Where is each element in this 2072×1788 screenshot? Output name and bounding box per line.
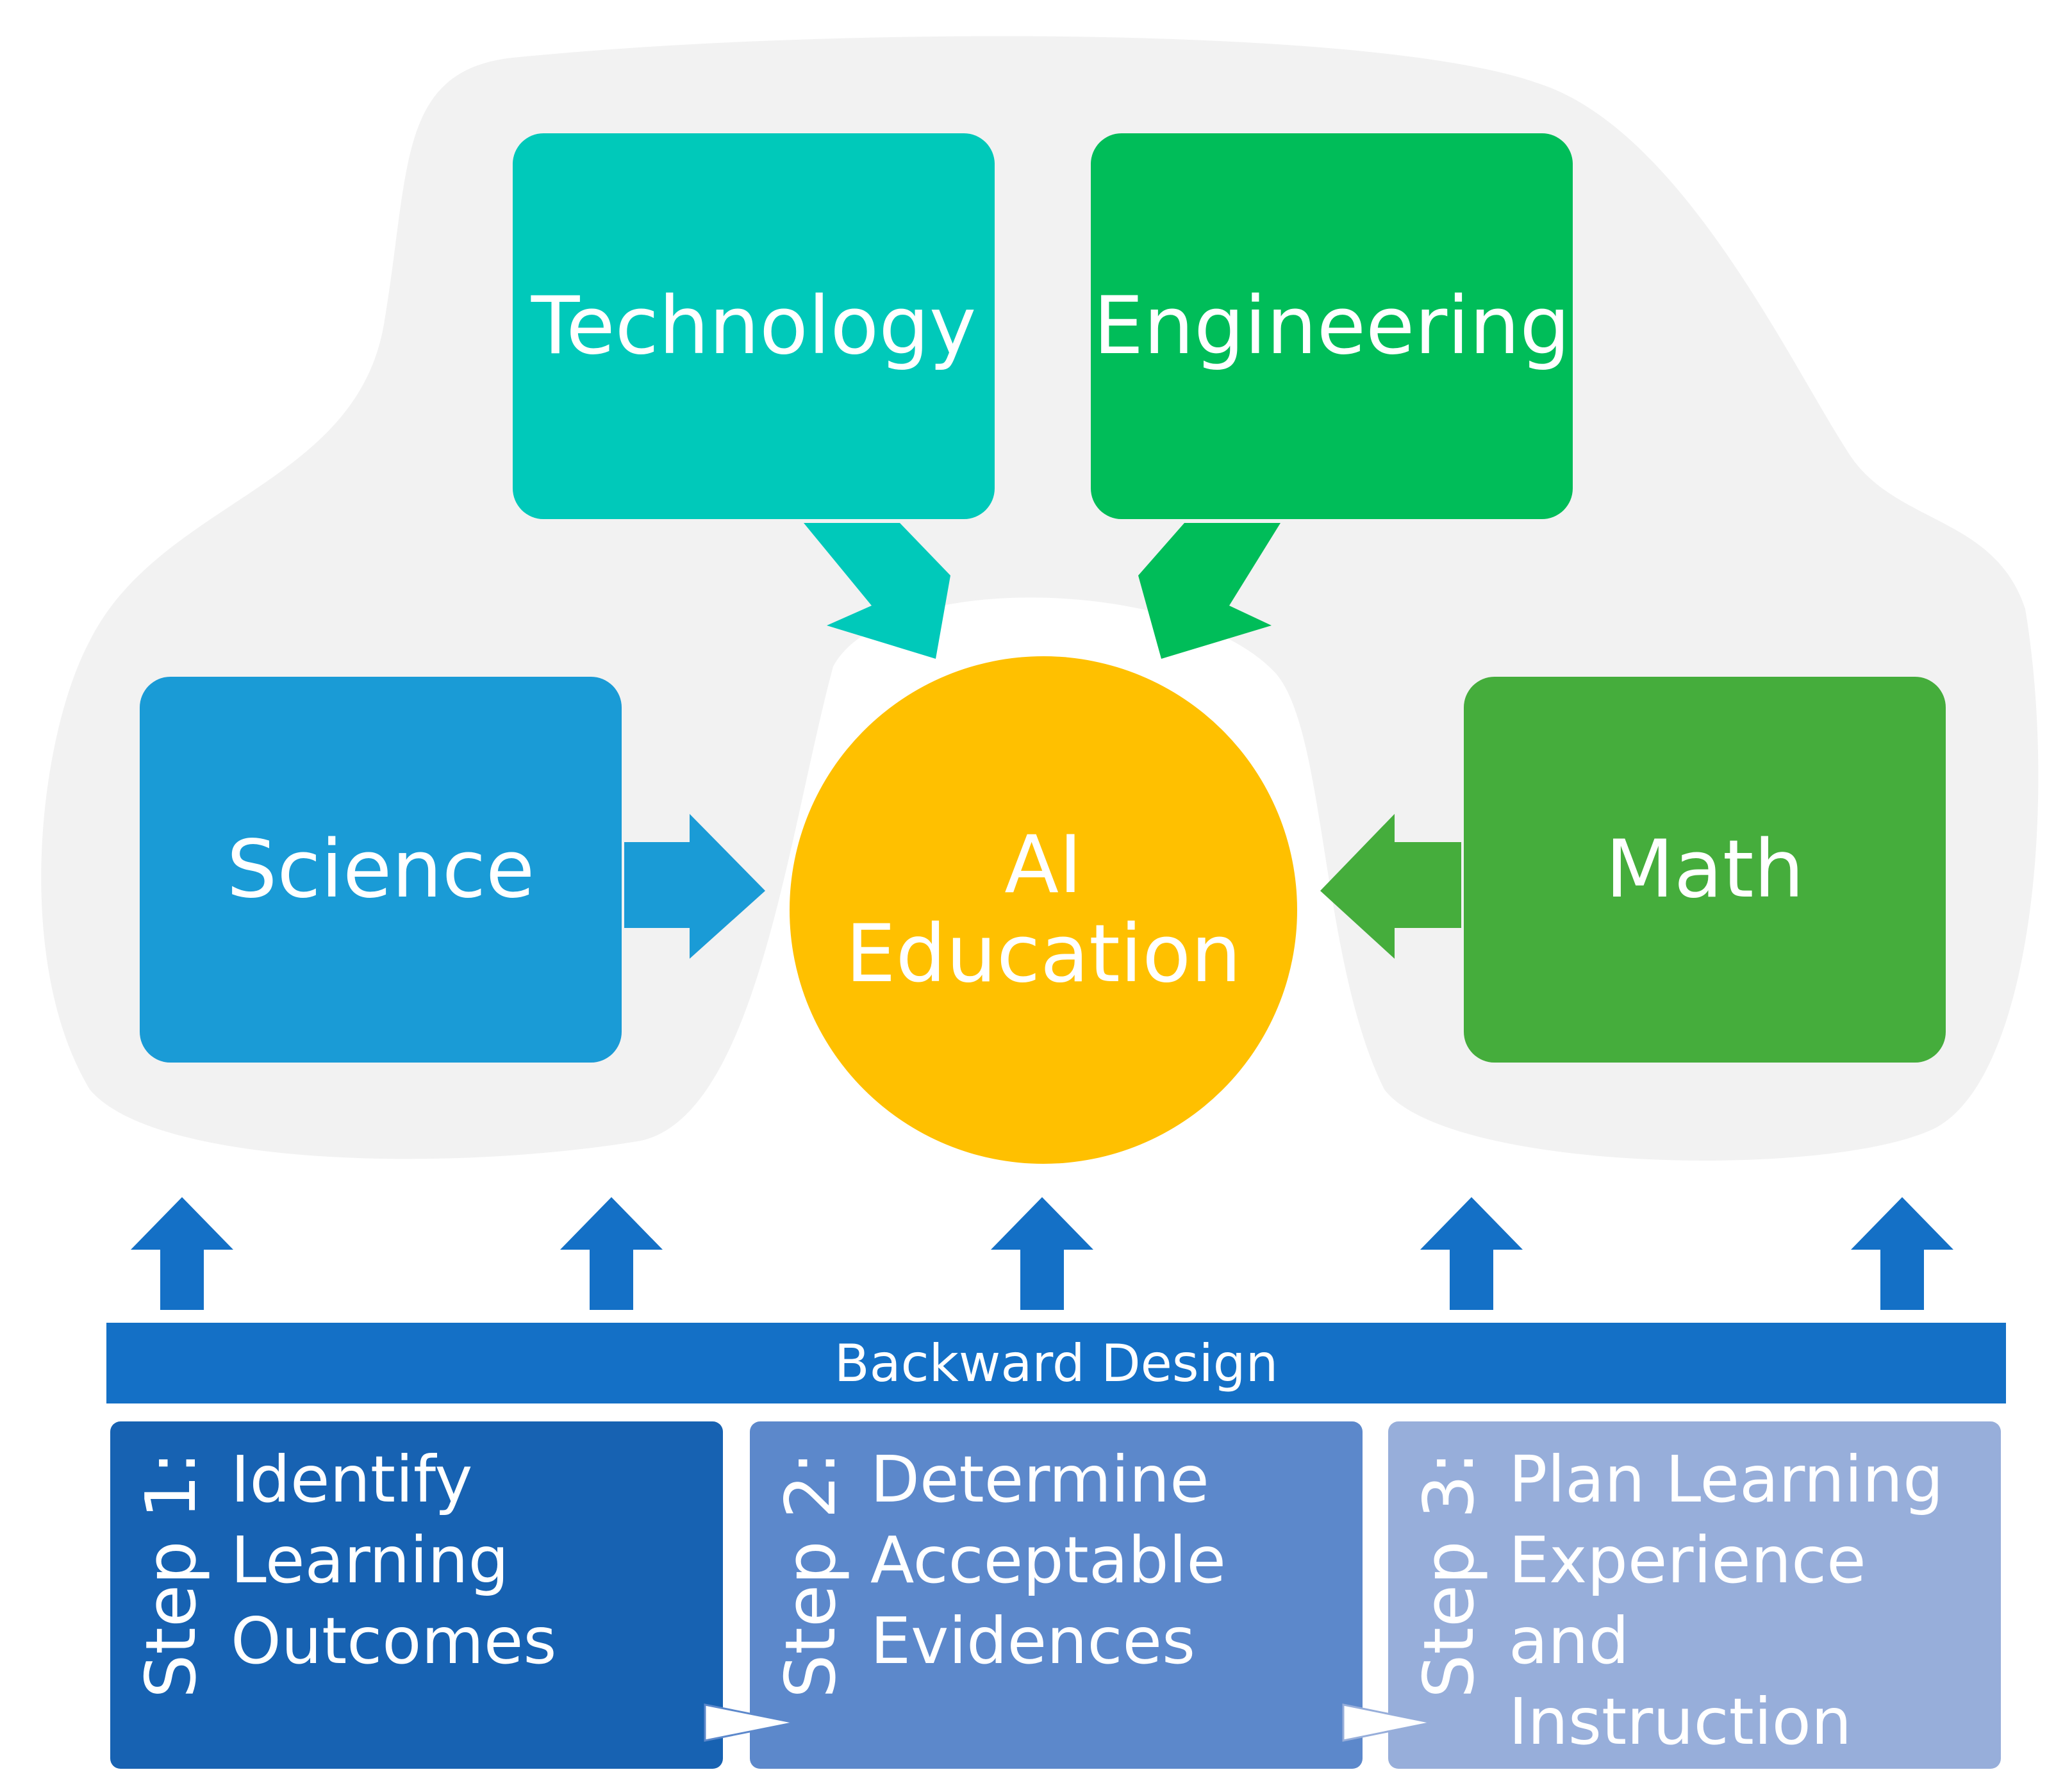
step-1-text: Identify Learning Outcomes xyxy=(231,1442,557,1678)
step-3-box: Step 3: Plan Learning Experience and Ins… xyxy=(1388,1421,2001,1769)
step-3-text: Plan Learning Experience and Instruction xyxy=(1509,1442,1944,1759)
up-arrow-2 xyxy=(560,1197,663,1310)
backward-design-band: Backward Design xyxy=(106,1323,2006,1403)
math-label: Math xyxy=(1605,824,1805,916)
science-box: Science xyxy=(140,677,622,1063)
up-arrow-5 xyxy=(1851,1197,1953,1310)
center-label-line2: Education xyxy=(845,908,1241,1000)
math-box: Math xyxy=(1464,677,1946,1063)
step-1-to-2-arrow xyxy=(704,1703,795,1742)
center-label-line1: AI xyxy=(1004,819,1082,912)
engineering-box: Engineering xyxy=(1091,133,1573,519)
step-2-to-3-arrow xyxy=(1342,1703,1432,1742)
up-arrow-1 xyxy=(131,1197,233,1310)
backward-design-label: Backward Design xyxy=(834,1333,1279,1393)
technology-arrow xyxy=(804,523,950,659)
step-2-box: Step 2: Determine Acceptable Evidences xyxy=(750,1421,1363,1769)
up-arrow-4 xyxy=(1420,1197,1523,1310)
technology-box: Technology xyxy=(513,133,995,519)
technology-label: Technology xyxy=(531,280,977,372)
engineering-arrow xyxy=(1138,523,1280,659)
math-arrow xyxy=(1320,814,1461,959)
step-2-text: Determine Acceptable Evidences xyxy=(870,1442,1226,1678)
ai-education-circle: AI Education xyxy=(790,656,1297,1164)
science-label: Science xyxy=(226,824,535,916)
science-arrow xyxy=(624,814,765,959)
engineering-label: Engineering xyxy=(1093,280,1570,372)
step-1-box: Step 1: Identify Learning Outcomes xyxy=(110,1421,723,1769)
up-arrow-3 xyxy=(991,1197,1093,1310)
